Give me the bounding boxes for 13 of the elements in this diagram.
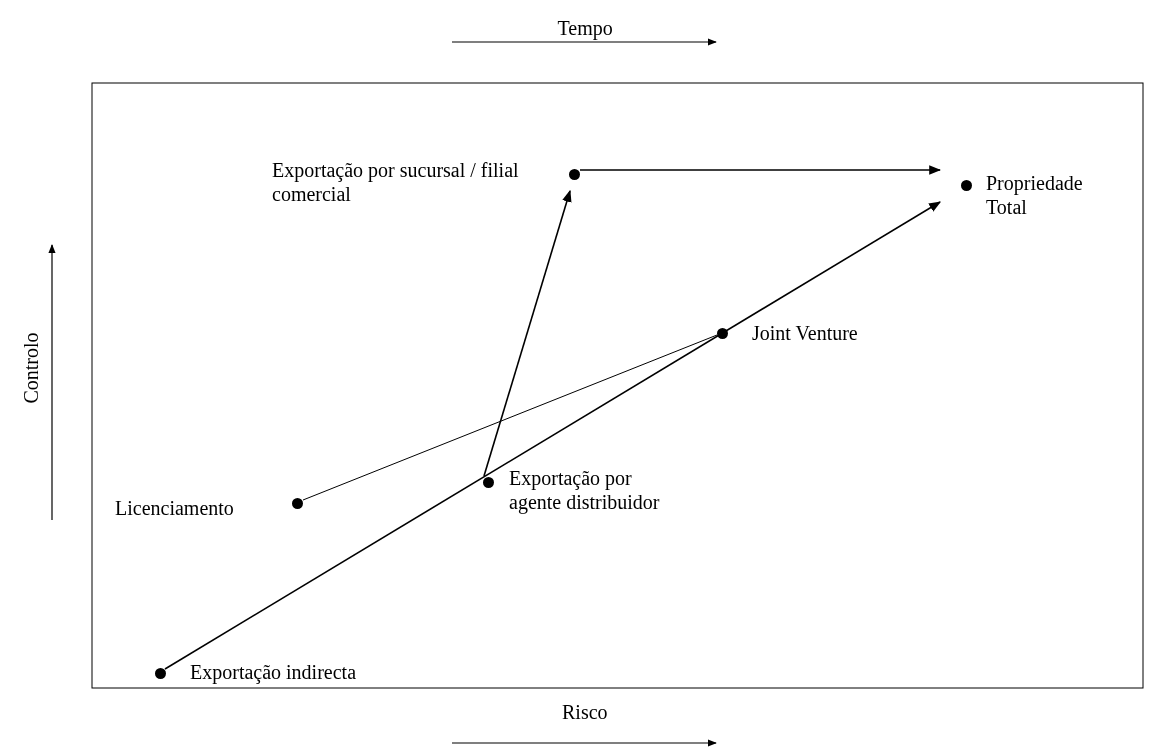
point-label: Exportação indirecta bbox=[190, 660, 358, 684]
axis-label: Risco bbox=[562, 700, 608, 724]
arrow bbox=[579, 165, 942, 175]
point-label: Joint Venture bbox=[752, 321, 859, 345]
point-label: Exportação por agente distribuidor bbox=[509, 466, 661, 514]
point-label: Propriedade Total bbox=[986, 171, 1084, 219]
point-label: Exportação por sucursal / filial comercial bbox=[272, 158, 520, 206]
axis-label: Controlo bbox=[18, 332, 43, 404]
arrow bbox=[483, 189, 572, 477]
arrow bbox=[164, 201, 942, 670]
point-label: Licenciamento bbox=[115, 496, 235, 520]
axis-label: Tempo bbox=[557, 16, 613, 40]
connector-line bbox=[302, 334, 718, 501]
